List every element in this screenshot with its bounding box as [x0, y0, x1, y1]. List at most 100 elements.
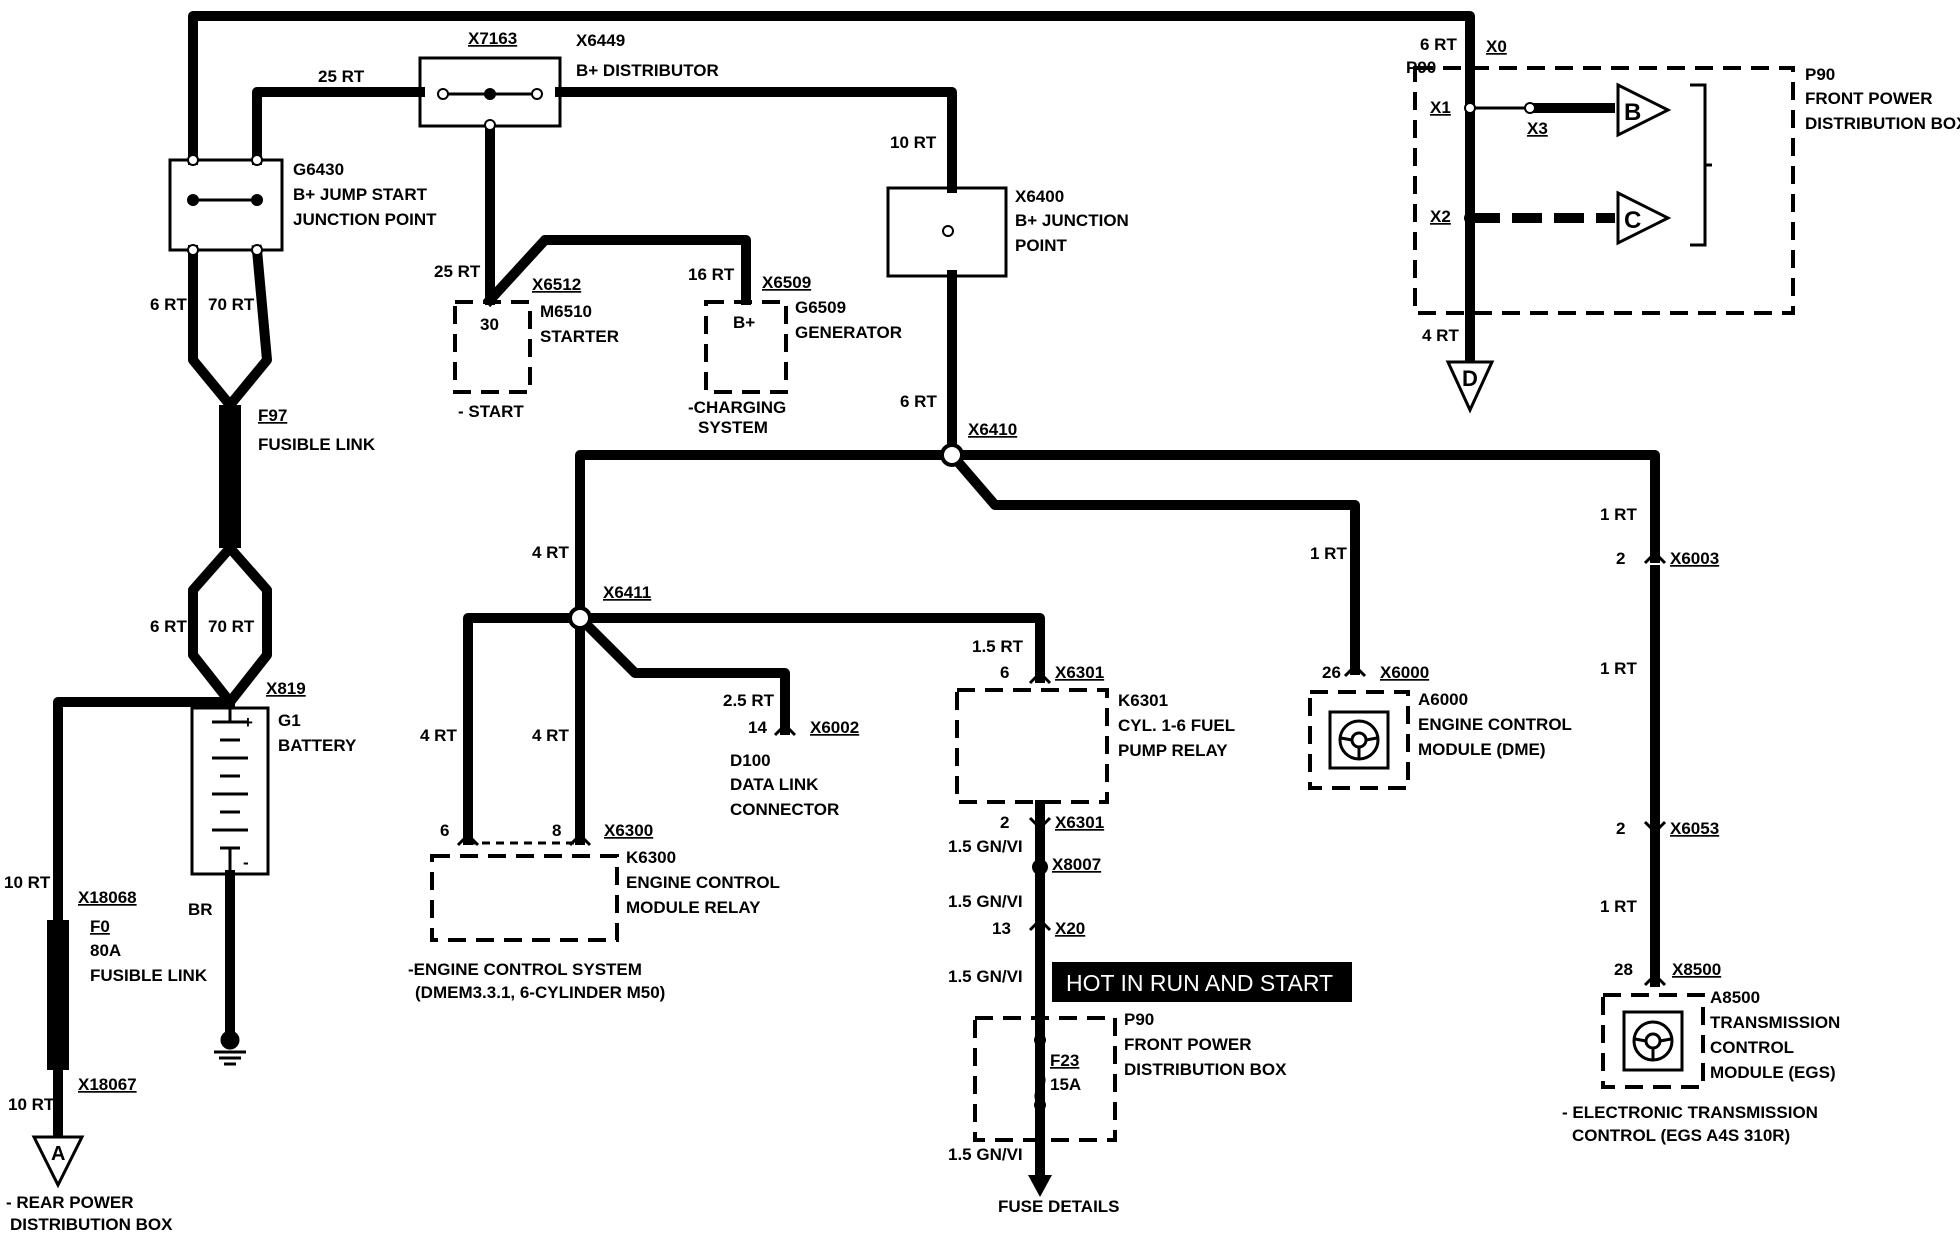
label-k6300-name1: ENGINE CONTROL	[626, 873, 780, 892]
label-x6053: X6053	[1670, 819, 1719, 838]
ground-icon	[214, 1030, 246, 1066]
wire-label: 16 RT	[688, 265, 735, 284]
label-x6300: X6300	[604, 821, 653, 840]
x6411-node	[568, 606, 592, 630]
label-p90: P90	[1805, 65, 1835, 84]
label-x6400-name1: B+ JUNCTION	[1015, 211, 1129, 230]
connector-chevrons	[456, 550, 1667, 987]
label-p90b: P90	[1124, 1010, 1154, 1029]
wire-label: 6 RT	[150, 295, 187, 314]
label-g6430-name1: B+ JUMP START	[293, 185, 428, 204]
connector-b-arrow	[1616, 82, 1672, 138]
wire-label: 1.5 RT	[972, 637, 1024, 656]
wire-label: 6 RT	[900, 392, 937, 411]
label-m6510: M6510	[540, 302, 592, 321]
label-p90-name1: FRONT POWER	[1805, 89, 1933, 108]
a6000-box	[1308, 690, 1410, 790]
distributor-terminal	[531, 88, 543, 100]
label-f0-rating: 80A	[90, 941, 121, 960]
wire-25rt-dlc	[572, 610, 790, 735]
labels: X7163 X6449 B+ DISTRIBUTOR 25 RT 6 RT X0…	[4, 29, 1960, 1234]
label-x6003-pin: 2	[1616, 549, 1625, 568]
wire-label: 4 RT	[1422, 326, 1459, 345]
wire-10rt-x6400	[555, 87, 957, 193]
label-fuse-details: FUSE DETAILS	[998, 1197, 1120, 1216]
wire-label: BR	[188, 900, 213, 919]
label-x6400: X6400	[1015, 187, 1064, 206]
label-x819: X819	[266, 679, 306, 698]
fuse-details-arrow	[1028, 1175, 1052, 1197]
connector-c-arrow	[1616, 190, 1672, 246]
label-p90: P90	[1406, 58, 1436, 77]
generator-box	[704, 300, 788, 394]
p90-bracket	[1690, 83, 1712, 247]
label-batt-plus: +	[243, 713, 253, 732]
label-f97-name: FUSIBLE LINK	[258, 435, 376, 454]
label-x1: X1	[1430, 98, 1451, 117]
label-x6400-name2: POINT	[1015, 236, 1068, 255]
label-x20-pin: 13	[992, 919, 1011, 938]
hot-banner-bg	[1052, 962, 1352, 1002]
label-rear-box-2: DISTRIBUTION BOX	[10, 1215, 173, 1234]
label-x8500: X8500	[1672, 960, 1721, 979]
label-p90-name2: DISTRIBUTION BOX	[1805, 114, 1960, 133]
g6430-terminal	[187, 154, 199, 166]
label-f0-name: FUSIBLE LINK	[90, 966, 208, 985]
label-dlc-pin: 14	[748, 718, 767, 737]
g6430-node	[187, 194, 199, 206]
label-conn-b: B	[1624, 99, 1641, 126]
label-g1: G1	[278, 711, 301, 730]
label-k6300-pin-b: 8	[552, 821, 561, 840]
label-x6509: X6509	[762, 273, 811, 292]
wire-label: 10 RT	[8, 1095, 55, 1114]
g6430-terminal	[251, 154, 263, 166]
wire-label: 1 RT	[1600, 659, 1637, 678]
label-x6000: X6000	[1380, 663, 1429, 682]
label-x6053-pin: 2	[1616, 819, 1625, 838]
label-b-distributor: B+ DISTRIBUTOR	[576, 61, 719, 80]
label-conn-c: C	[1624, 207, 1641, 234]
label-a8500-name2: CONTROL	[1710, 1038, 1794, 1057]
x6410-node	[940, 443, 964, 467]
wire-1rt-dme	[944, 447, 1360, 675]
label-d100: D100	[730, 751, 771, 770]
wire-label: 70 RT	[208, 617, 255, 636]
label-dlc-name2: CONNECTOR	[730, 800, 839, 819]
label-g6509: G6509	[795, 298, 846, 317]
wire-label: 1.5 GN/VI	[948, 892, 1023, 911]
label-a8500-name3: MODULE (EGS)	[1710, 1063, 1836, 1082]
distributor-node	[484, 88, 496, 100]
wire-label: 1.5 GN/VI	[948, 837, 1023, 856]
x6400-box	[886, 186, 1008, 278]
label-x2: X2	[1430, 207, 1451, 226]
label-a8500-pin: 28	[1614, 960, 1633, 979]
g6430-node	[251, 194, 263, 206]
wire-label: 70 RT	[208, 295, 255, 314]
label-x6002: X6002	[810, 718, 859, 737]
label-egs-2: CONTROL (EGS A4S 310R)	[1572, 1126, 1790, 1145]
label-f23: F23	[1050, 1051, 1079, 1070]
label-conn-d: D	[1462, 366, 1478, 391]
label-battery: BATTERY	[278, 736, 357, 755]
label-k6301: K6301	[1118, 691, 1168, 710]
label-starter: STARTER	[540, 327, 619, 346]
label-x8007: X8007	[1052, 855, 1101, 874]
wire-x6410-bus	[575, 450, 1660, 623]
label-batt-minus: -	[243, 853, 249, 872]
label-p90b-name1: FRONT POWER	[1124, 1035, 1252, 1054]
a8500-module	[1622, 1010, 1684, 1072]
label-x6003: X6003	[1670, 549, 1719, 568]
fuse-f23-icon	[1034, 1070, 1046, 1106]
label-k6300-pin-a: 6	[440, 821, 449, 840]
connector-d-arrow	[1445, 360, 1495, 414]
label-ecs-1: -ENGINE CONTROL SYSTEM	[408, 960, 642, 979]
a6000-module	[1328, 710, 1390, 770]
label-egs-1: - ELECTRONIC TRANSMISSION	[1562, 1103, 1818, 1122]
label-f23-rating: 15A	[1050, 1075, 1081, 1094]
x3-terminal	[1524, 102, 1536, 114]
label-x6301-bot: X6301	[1055, 813, 1104, 832]
label-x6449: X6449	[576, 31, 625, 50]
f23-terminal	[1034, 1099, 1046, 1111]
g6430-box	[168, 158, 284, 252]
